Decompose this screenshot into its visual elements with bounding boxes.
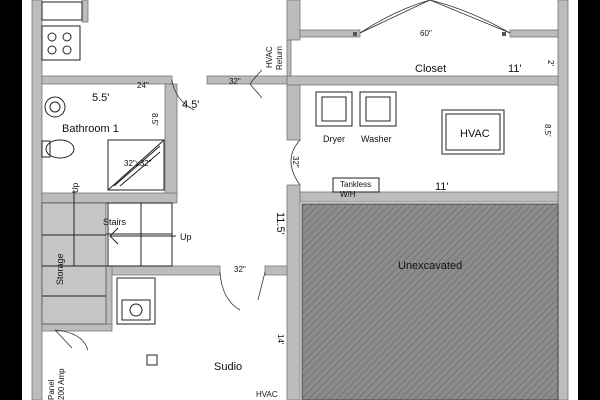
washer-appliance [359, 91, 397, 127]
label-storage: Storage [55, 253, 65, 285]
door-swing-arc [54, 329, 89, 351]
unexcavated-area [301, 203, 559, 400]
fireplace-unit [116, 277, 156, 325]
appliance-drum-icon [129, 303, 143, 317]
dim-hall-door: 32" [229, 77, 241, 86]
bifold-door-icon [359, 0, 511, 34]
wall-vertical-mid [286, 84, 301, 141]
burner-icon [62, 32, 72, 42]
dim-laundry-depth: 8.5' [543, 124, 552, 137]
wall-closet-top-right [509, 29, 559, 38]
label-bathroom: Bathroom 1 [62, 123, 119, 135]
wall-kitchen-bottom [41, 75, 173, 85]
burner-icon [47, 32, 57, 42]
door-swing-arc [249, 69, 263, 99]
closet-marker [353, 32, 357, 36]
label-closet: Closet [415, 63, 446, 75]
sink-icon [44, 96, 66, 118]
label-unexcavated: Unexcavated [398, 260, 462, 272]
wall-closet-top-left [299, 29, 361, 38]
label-studio: Sudio [214, 361, 242, 373]
door-swing-arc [219, 271, 241, 311]
dim-closet-door: 60" [420, 29, 432, 38]
dim-hall-length: 11.5' [274, 212, 286, 235]
shower-diagonal [107, 139, 165, 191]
label-panel-1: Panel [47, 379, 56, 400]
label-tankless-1: Tankless [340, 180, 371, 189]
toilet-icon [45, 139, 75, 159]
floor-drain-icon [146, 354, 158, 366]
wall-laundry-bottom [299, 191, 559, 203]
wall-bathroom-bottom [41, 192, 178, 204]
wall-hall-top [206, 75, 288, 85]
dryer-door-icon [321, 96, 347, 122]
door-swing-arc [171, 79, 195, 111]
label-hvac-unit: HVAC [460, 128, 490, 140]
door-swing-arc [359, 0, 511, 34]
dim-studio-length: 14' [276, 334, 285, 345]
shower-floor-lines [113, 145, 161, 187]
wall-storage-right [105, 265, 113, 327]
burner-icon [47, 45, 57, 55]
burner-icon [62, 45, 72, 55]
dim-laundry-door: 32" [291, 156, 300, 168]
fireplace-inner [121, 299, 151, 321]
label-tankless-2: W/H [340, 190, 356, 199]
wall-bathroom-right [164, 83, 178, 197]
label-panel-2: 200 Amp [57, 368, 66, 400]
dim-bath-width: 5.5' [92, 92, 109, 104]
door-leaf [257, 271, 266, 301]
dryer-appliance [315, 91, 353, 127]
shower-stall [107, 139, 165, 191]
washer-door-icon [365, 96, 391, 122]
wall-vertical-top [286, 0, 301, 41]
wall-vertical-low [286, 184, 301, 400]
label-hvac-bottom: HVAC [256, 390, 278, 399]
dim-laundry-length: 11' [435, 181, 449, 193]
label-hvac-return-2: Return [275, 46, 284, 70]
hvac-unit-outer [441, 109, 505, 155]
label-dryer: Dryer [323, 134, 345, 144]
dim-hall-width: 4.5' [182, 99, 199, 111]
wall-storage-bottom [41, 323, 113, 332]
sink-drain-icon [49, 101, 61, 113]
dim-closet-length: 11' [508, 63, 522, 75]
dim-studio-door: 32" [234, 265, 246, 274]
tankless-water-heater [332, 177, 380, 193]
label-stairs: Stairs [103, 217, 127, 227]
wall-kitchen-right [81, 0, 89, 23]
door-swing-arc [290, 139, 301, 186]
dim-bath-depth: 8.5' [150, 113, 159, 126]
dim-bath-door: 24" [137, 81, 149, 90]
outer-wall-right [557, 0, 569, 400]
outer-wall-left [31, 0, 43, 400]
label-washer: Washer [361, 134, 392, 144]
hvac-unit-inner [445, 113, 501, 151]
label-shower: 32"x32" [124, 159, 152, 168]
range-stove [41, 25, 81, 61]
toilet-tank [41, 140, 51, 158]
wall-return [286, 39, 292, 77]
closet-marker [502, 32, 506, 36]
label-up-2: Up [180, 232, 192, 242]
counter [41, 1, 83, 21]
label-up-1: Up [71, 182, 80, 193]
label-hvac-return-1: HVAC [265, 46, 274, 68]
wall-studio-top-right [264, 265, 288, 276]
wall-closet-bottom [286, 75, 559, 86]
wall-studio-top-left [109, 265, 221, 276]
dim-closet-width: 2' [546, 60, 555, 66]
